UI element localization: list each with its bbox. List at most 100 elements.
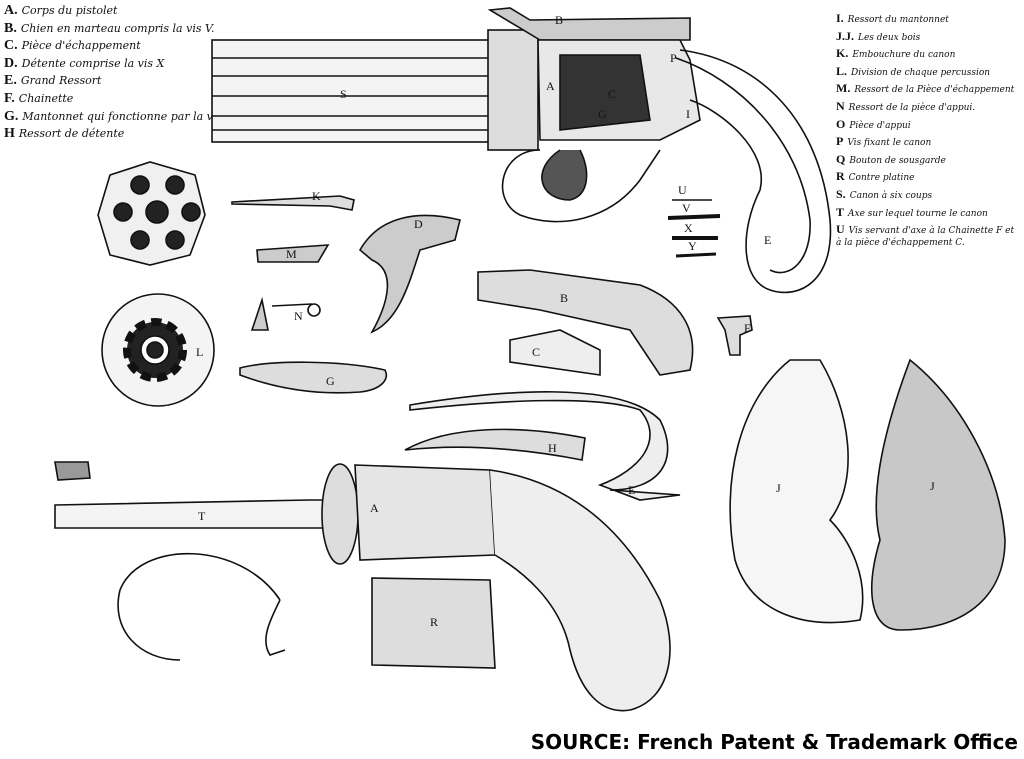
label-a-top: A xyxy=(546,79,555,93)
label-g: G xyxy=(326,374,335,388)
label-c-top: C xyxy=(608,87,616,101)
label-t: T xyxy=(198,509,206,523)
legend-item: A.Corps du pistolet xyxy=(4,2,235,20)
legend-key: K. xyxy=(836,46,849,61)
legend-text: Chien en marteau compris la vis V. xyxy=(20,21,215,35)
label-u: U xyxy=(678,183,687,197)
part-c xyxy=(509,329,601,376)
label-n: N xyxy=(294,309,303,323)
label-x: X xyxy=(684,221,693,235)
legend-item: J.J. Les deux bois xyxy=(836,30,1018,48)
legend-text: Ressort de la pièce d'appui. xyxy=(848,102,976,113)
legend-key: T xyxy=(836,204,845,219)
label-v: V xyxy=(682,201,691,215)
hammer-b xyxy=(477,269,694,376)
legend-item: M.Ressort de la Pièce d'échappement xyxy=(836,82,1018,100)
part-m xyxy=(256,244,330,263)
legend-key: F. xyxy=(4,90,15,106)
body-and-axis xyxy=(54,461,671,712)
label-p: P xyxy=(670,51,677,65)
label-j-left: J xyxy=(776,481,781,495)
legend-key: E. xyxy=(4,73,17,89)
legend-item: K.Embouchure du canon xyxy=(836,47,1018,65)
label-m: M xyxy=(286,247,297,261)
legend-key: C. xyxy=(4,38,18,54)
legend-item: L.Division de chaque percussion xyxy=(836,65,1018,83)
legend-text: Chainette xyxy=(18,91,74,105)
cylinder-end-view xyxy=(97,161,206,266)
legend-text: Division de chaque percussion xyxy=(851,67,991,78)
legend-item: C.Pièce d'échappement xyxy=(4,37,235,55)
legend-text: Pièce d'appui xyxy=(849,120,911,131)
part-n xyxy=(271,303,321,317)
legend-key: L. xyxy=(836,63,848,78)
label-f: F xyxy=(744,321,751,335)
legend-item: G.Mantonnet qui fonctionne par la vis Y. xyxy=(4,108,235,126)
legend-text: Canon à six coups xyxy=(849,190,933,201)
legend-text: Mantonnet qui fonctionne par la vis Y. xyxy=(22,109,235,123)
legend-key: Q xyxy=(836,151,846,166)
legend-text: Bouton de sousgarde xyxy=(849,155,946,166)
legend-key: G. xyxy=(4,108,19,124)
legend-text: Ressort du mantonnet xyxy=(847,15,949,25)
legend-text: Contre platine xyxy=(848,173,915,184)
legend-text: Pièce d'échappement xyxy=(21,39,141,53)
legend-text: Corps du pistolet xyxy=(21,4,118,17)
legend-text: Vis fixant le canon xyxy=(847,138,932,149)
legend-key: B. xyxy=(4,20,17,36)
label-c: C xyxy=(532,345,540,359)
legend-key: M. xyxy=(836,81,851,96)
label-b: B xyxy=(560,291,568,305)
label-i: I xyxy=(686,107,690,121)
source-caption: SOURCE: French Patent & Trademark Office xyxy=(530,730,1018,754)
legend-key: H xyxy=(4,126,15,142)
legend-text: Grand Ressort xyxy=(20,74,102,88)
legend-item: F.Chainette xyxy=(4,90,235,108)
part-n-screw xyxy=(250,296,269,331)
legend-key: R xyxy=(836,169,845,184)
label-h: H xyxy=(548,441,557,455)
label-e: E xyxy=(628,483,635,497)
part-f xyxy=(716,315,753,356)
grip-j-left xyxy=(729,359,864,624)
label-d: D xyxy=(414,217,423,231)
label-g-top: G xyxy=(598,107,607,121)
label-a: A xyxy=(370,501,379,515)
legend-text: Axe sur lequel tourne le canon xyxy=(848,208,988,219)
main-spring-e xyxy=(409,391,681,501)
legend-item: I.Ressort du mantonnet xyxy=(836,12,1018,30)
legend-text: Les deux bois xyxy=(858,32,921,43)
legend-key: D. xyxy=(4,55,18,71)
label-s: S xyxy=(340,87,347,101)
part-g xyxy=(239,361,387,394)
spring-h xyxy=(404,428,586,461)
label-e-top: E xyxy=(764,233,771,247)
label-r: R xyxy=(430,615,438,629)
label-l: L xyxy=(196,345,203,359)
legend-key: J.J. xyxy=(836,28,854,43)
trigger-d xyxy=(358,214,461,334)
assembled-pepperbox xyxy=(211,7,832,294)
legend-key: U xyxy=(836,222,845,237)
legend-item: D.Détente comprise la vis X xyxy=(4,55,235,73)
legend-item: S.Canon à six coups xyxy=(836,188,1018,206)
label-y: Y xyxy=(688,239,697,253)
part-k xyxy=(231,195,355,211)
legend-text: Détente comprise la vis X xyxy=(21,56,165,70)
percussion-disc xyxy=(101,293,215,407)
legend-text: Vis servant d'axe à la Chainette F et à … xyxy=(836,226,1015,249)
legend-text: Ressort de la Pièce d'échappement xyxy=(854,85,1015,96)
grip-j-right xyxy=(871,358,1006,631)
legend-item: B.Chien en marteau compris la vis V. xyxy=(4,20,235,38)
legend-key: A. xyxy=(4,3,18,18)
legend-key: I. xyxy=(836,11,844,25)
label-b-top: B xyxy=(555,13,563,27)
label-j-right: J xyxy=(930,479,935,493)
